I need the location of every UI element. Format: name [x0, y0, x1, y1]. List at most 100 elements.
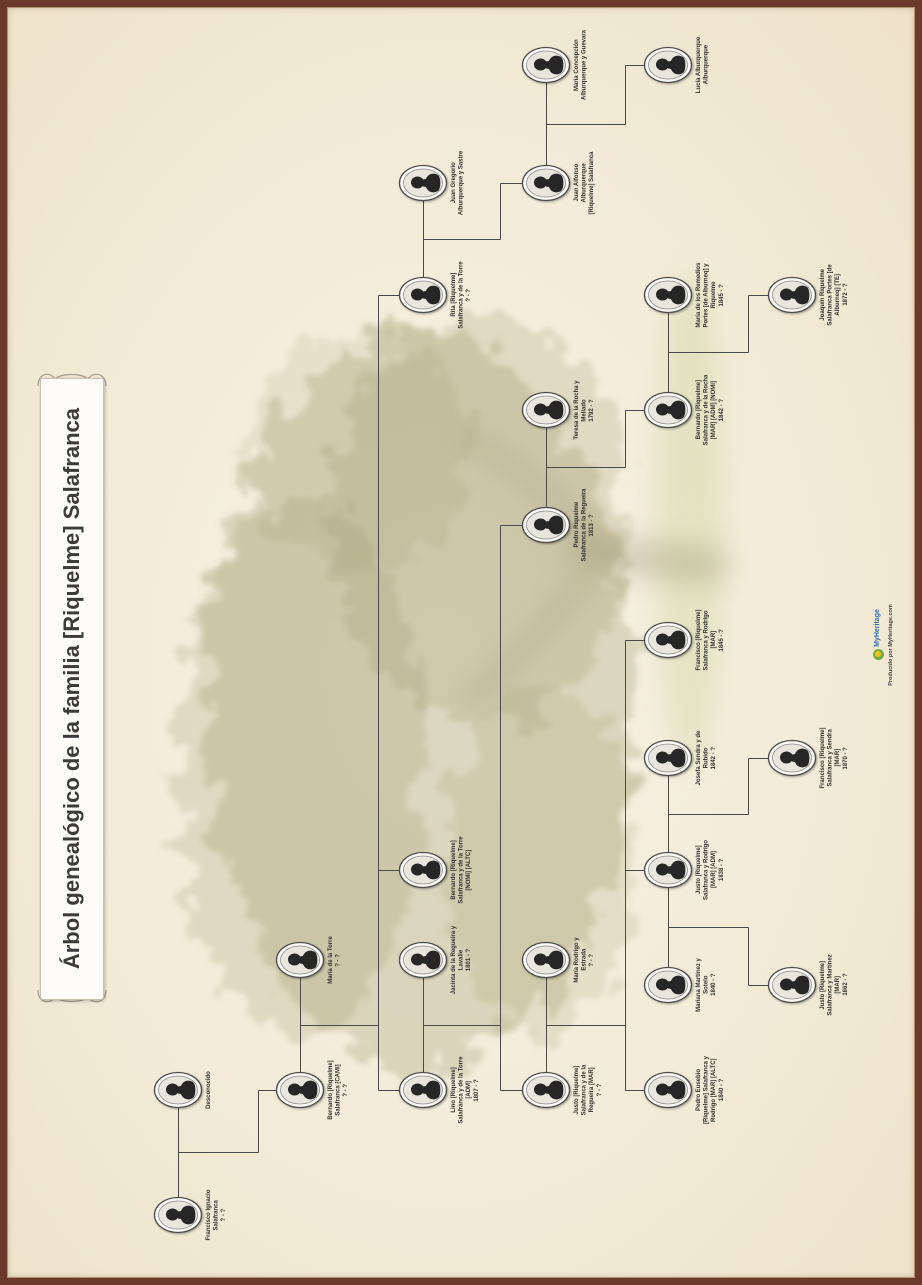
- person-label: María Rodrigo yEstrada? - ?: [574, 937, 597, 982]
- person-name: Francisco [Riquelme]: [820, 727, 828, 788]
- person-detail: [MAR]: [835, 954, 843, 1015]
- person-silhouette-icon: [643, 966, 693, 1004]
- person-label: Desconocido: [206, 1071, 214, 1109]
- person-name: Justo [Riquelme]: [574, 1065, 582, 1116]
- person-detail: Salafranca y de la Torre: [459, 836, 467, 903]
- person-name: Juan Gregorio: [451, 151, 459, 215]
- person-detail: [NOMi] [ALTC]: [466, 836, 474, 903]
- person-silhouette-icon: [398, 276, 448, 314]
- person-label: Francisco [Riquelme]Salafranca y Rodrigo…: [696, 609, 726, 670]
- myheritage-logo-text: MyHeritage: [874, 609, 882, 647]
- person-detail: Salafranca y de la Rocha: [704, 375, 712, 446]
- person-detail: Salafranca de la Regueira: [582, 488, 590, 561]
- person-detail: [ADM]: [466, 1056, 474, 1123]
- person-name: María Concepción: [574, 30, 582, 100]
- person-silhouette-icon: [521, 391, 571, 429]
- myheritage-logo-icon: [873, 649, 884, 660]
- person-detail: Salafranca y de la Torre: [459, 261, 467, 328]
- person-detail: Salafranca y Sendra: [828, 727, 836, 788]
- person-detail: Salafranca y de la Torre: [459, 1056, 467, 1123]
- person-detail: [MAR] [ADM] [NOMi]: [711, 375, 719, 446]
- chart-title: Árbol genealógico de la familia [Riquelm…: [59, 408, 85, 969]
- person-detail: 1845 - ?: [719, 262, 727, 327]
- person-silhouette-icon: [643, 621, 693, 659]
- person-detail: 1840 - ?: [711, 958, 719, 1012]
- produced-by-text: Producido por MyHeritage.com: [888, 604, 895, 686]
- person-silhouette-icon: [398, 851, 448, 889]
- person-label: Pedro RiquelmeSalafranca de la Regueira1…: [574, 488, 597, 561]
- person-detail: 1872 - ?: [843, 264, 851, 325]
- person-detail: Portes [de Alburneq] y: [704, 262, 712, 327]
- person-name: Jacinta de la Regueira y: [451, 926, 459, 994]
- person-silhouette-icon: [643, 276, 693, 314]
- person-label: Francisco [Riquelme]Salafranca y Sendra[…: [820, 727, 850, 788]
- person-silhouette-icon: [398, 941, 448, 979]
- person-name: Josefa Sendra y de: [696, 731, 704, 786]
- person-detail: Regueira [MAR]: [589, 1065, 597, 1116]
- person-detail: Rodrigo [MAR] [ALTC]: [711, 1056, 719, 1124]
- person-name: Juan Alfonso: [574, 151, 582, 214]
- person-detail: 1801 - ?: [466, 926, 474, 994]
- person-detail: [MAR]: [711, 609, 719, 670]
- person-name: Lino [Riquelme]: [451, 1056, 459, 1123]
- person-name: Bernardo [Riquelme]: [328, 1060, 336, 1119]
- person-detail: Rubido: [704, 731, 712, 786]
- person-label: María de la Torre? - ?: [328, 936, 343, 984]
- person-detail: Sotelo: [704, 958, 712, 1012]
- person-silhouette-icon: [275, 1071, 325, 1109]
- person-detail: 1792 - ?: [589, 380, 597, 439]
- person-detail: 1842 - ?: [711, 731, 719, 786]
- person-detail: Salafranca: [214, 1189, 222, 1240]
- person-detail: Alburquerque: [582, 151, 590, 214]
- person-silhouette-icon: [767, 276, 817, 314]
- person-label: Bernardo [Riquelme]Salafranca y de la Ro…: [696, 375, 726, 446]
- person-name: Desconocido: [206, 1071, 214, 1109]
- person-name: Rita [Riquelme]: [451, 261, 459, 328]
- person-detail: ? - ?: [589, 937, 597, 982]
- person-detail: 1845 - ?: [719, 609, 727, 670]
- person-name: Lucía Alburquerque: [696, 37, 704, 93]
- person-detail: Salafranca [CAMi]: [336, 1060, 344, 1119]
- person-silhouette-icon: [153, 1071, 203, 1109]
- person-detail: Estrada: [582, 937, 590, 982]
- person-silhouette-icon: [643, 851, 693, 889]
- person-detail: ? - ?: [221, 1189, 229, 1240]
- person-detail: Alburquerque y Sastre: [459, 151, 467, 215]
- person-silhouette-icon: [398, 164, 448, 202]
- person-silhouette-icon: [521, 506, 571, 544]
- person-name: María de la Torre: [328, 936, 336, 984]
- person-name: Joaquín Riquelme: [820, 264, 828, 325]
- person-name: Francisco [Riquelme]: [696, 609, 704, 670]
- person-detail: ? - ?: [466, 261, 474, 328]
- person-label: Lino [Riquelme]Salafranca y de la Torre[…: [451, 1056, 481, 1123]
- person-detail: 1842 - ?: [719, 375, 727, 446]
- person-detail: 1840 - ?: [719, 1056, 727, 1124]
- person-detail: 1838 - ?: [719, 840, 727, 900]
- person-silhouette-icon: [643, 739, 693, 777]
- person-name: Francisco Ignacio: [206, 1189, 214, 1240]
- person-silhouette-icon: [521, 1071, 571, 1109]
- person-silhouette-icon: [398, 1071, 448, 1109]
- person-name: Pedro Eusebio: [696, 1056, 704, 1124]
- person-silhouette-icon: [521, 164, 571, 202]
- person-detail: 1813 - ?: [589, 488, 597, 561]
- person-detail: Salafranca y de la: [582, 1065, 590, 1116]
- person-detail: 1807 - ?: [474, 1056, 482, 1123]
- person-silhouette-icon: [767, 966, 817, 1004]
- person-detail: Salafranca Portes [de: [828, 264, 836, 325]
- person-silhouette-icon: [767, 739, 817, 777]
- person-name: María de los Remedios: [696, 262, 704, 327]
- person-detail: Salafranca y Rodrigo: [704, 840, 712, 900]
